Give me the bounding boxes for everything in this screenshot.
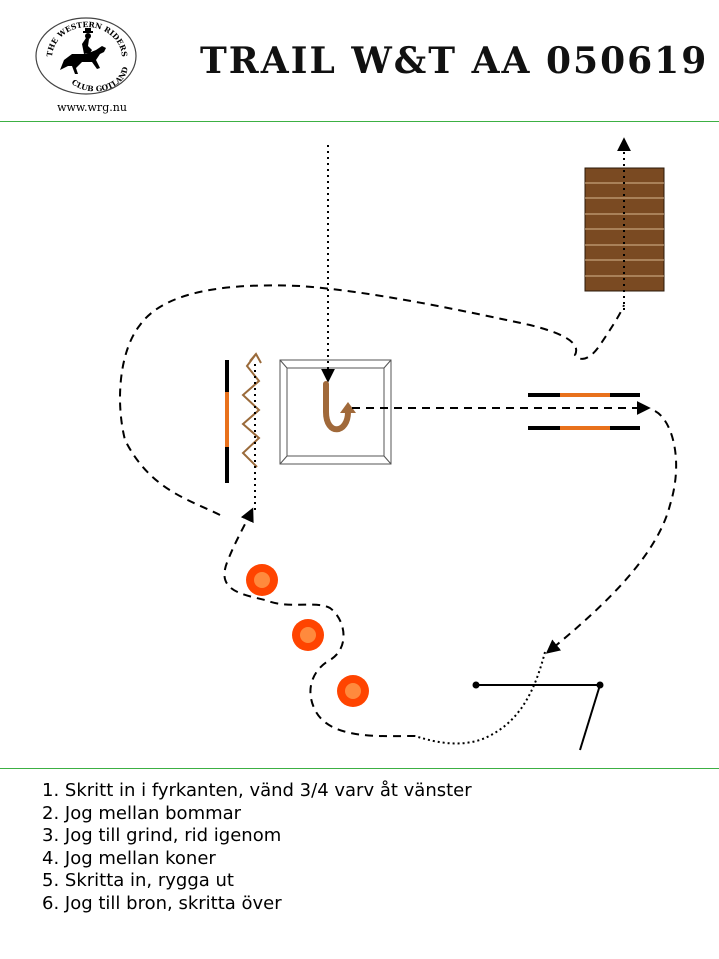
instruction-item: 6. Jog till bron, skritta över: [42, 892, 282, 914]
page-title: TRAIL W&T AA 050619: [200, 40, 709, 82]
instruction-list: 1. Skritt in i fyrkanten, vänd 3/4 varv …: [42, 780, 472, 916]
cones-obstacle: [246, 564, 369, 707]
instruction-item: 1. Skritt in i fyrkanten, vänd 3/4 varv …: [42, 780, 472, 801]
poles-obstacle: [528, 393, 640, 430]
box-obstacle: [279, 359, 392, 465]
jog-gate-path: [545, 410, 678, 654]
instruction-item: 3. Jog till grind, rid igenom: [42, 825, 282, 847]
turn-arrow-icon: [323, 381, 356, 433]
trail-course-diagram: [119, 137, 678, 751]
loop-path: [119, 284, 625, 516]
gate-obstacle: [472, 681, 604, 751]
header-divider: [0, 121, 719, 122]
instruction-item: 2. Jog mellan bommar: [42, 802, 242, 824]
instruction-item: 4. Jog mellan koner: [42, 847, 216, 869]
website-url: www.wrg.nu: [57, 101, 127, 114]
horse-rider-icon: [60, 28, 106, 74]
footer-divider: [0, 768, 719, 769]
club-logo: THE WESTERN RIDERS CLUB GOTLAND: [35, 17, 137, 95]
back-through-obstacle: [225, 352, 262, 483]
instruction-item: 5. Skritta in, rygga ut: [42, 870, 234, 892]
through-gate-path: [414, 651, 546, 745]
cones-path: [223, 507, 416, 738]
